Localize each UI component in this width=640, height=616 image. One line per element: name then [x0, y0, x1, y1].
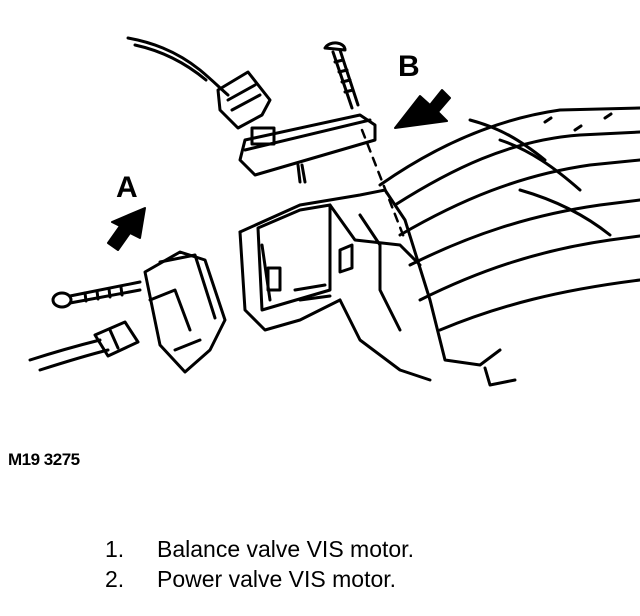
- figure-code: M19 3275: [8, 450, 80, 469]
- alignment-dashed-line: [360, 128, 407, 242]
- motor-a-connector: [28, 320, 140, 372]
- legend-text: Power valve VIS motor.: [157, 566, 397, 592]
- arrow-b-icon: [394, 89, 451, 129]
- arrow-a-icon: [107, 207, 146, 251]
- legend-item: 2. Power valve VIS motor.: [105, 564, 414, 594]
- motor-b-connector: [126, 36, 272, 130]
- balance-valve-vis-motor: [143, 250, 227, 374]
- legend-list: 1. Balance valve VIS motor. 2. Power val…: [105, 534, 414, 594]
- callout-b: B: [398, 50, 420, 83]
- motor-b-screw: [323, 41, 360, 110]
- callout-a: A: [116, 171, 138, 204]
- throttle-housing: [238, 188, 517, 387]
- legend-item: 1. Balance valve VIS motor.: [105, 534, 414, 564]
- intake-manifold: [378, 106, 640, 332]
- motor-a-screw: [51, 280, 142, 309]
- power-valve-vis-motor: [238, 113, 377, 184]
- legend-number: 2.: [105, 566, 125, 592]
- legend-number: 1.: [105, 536, 125, 562]
- legend-text: Balance valve VIS motor.: [157, 536, 414, 562]
- vis-motor-exploded-diagram: A B: [28, 36, 640, 387]
